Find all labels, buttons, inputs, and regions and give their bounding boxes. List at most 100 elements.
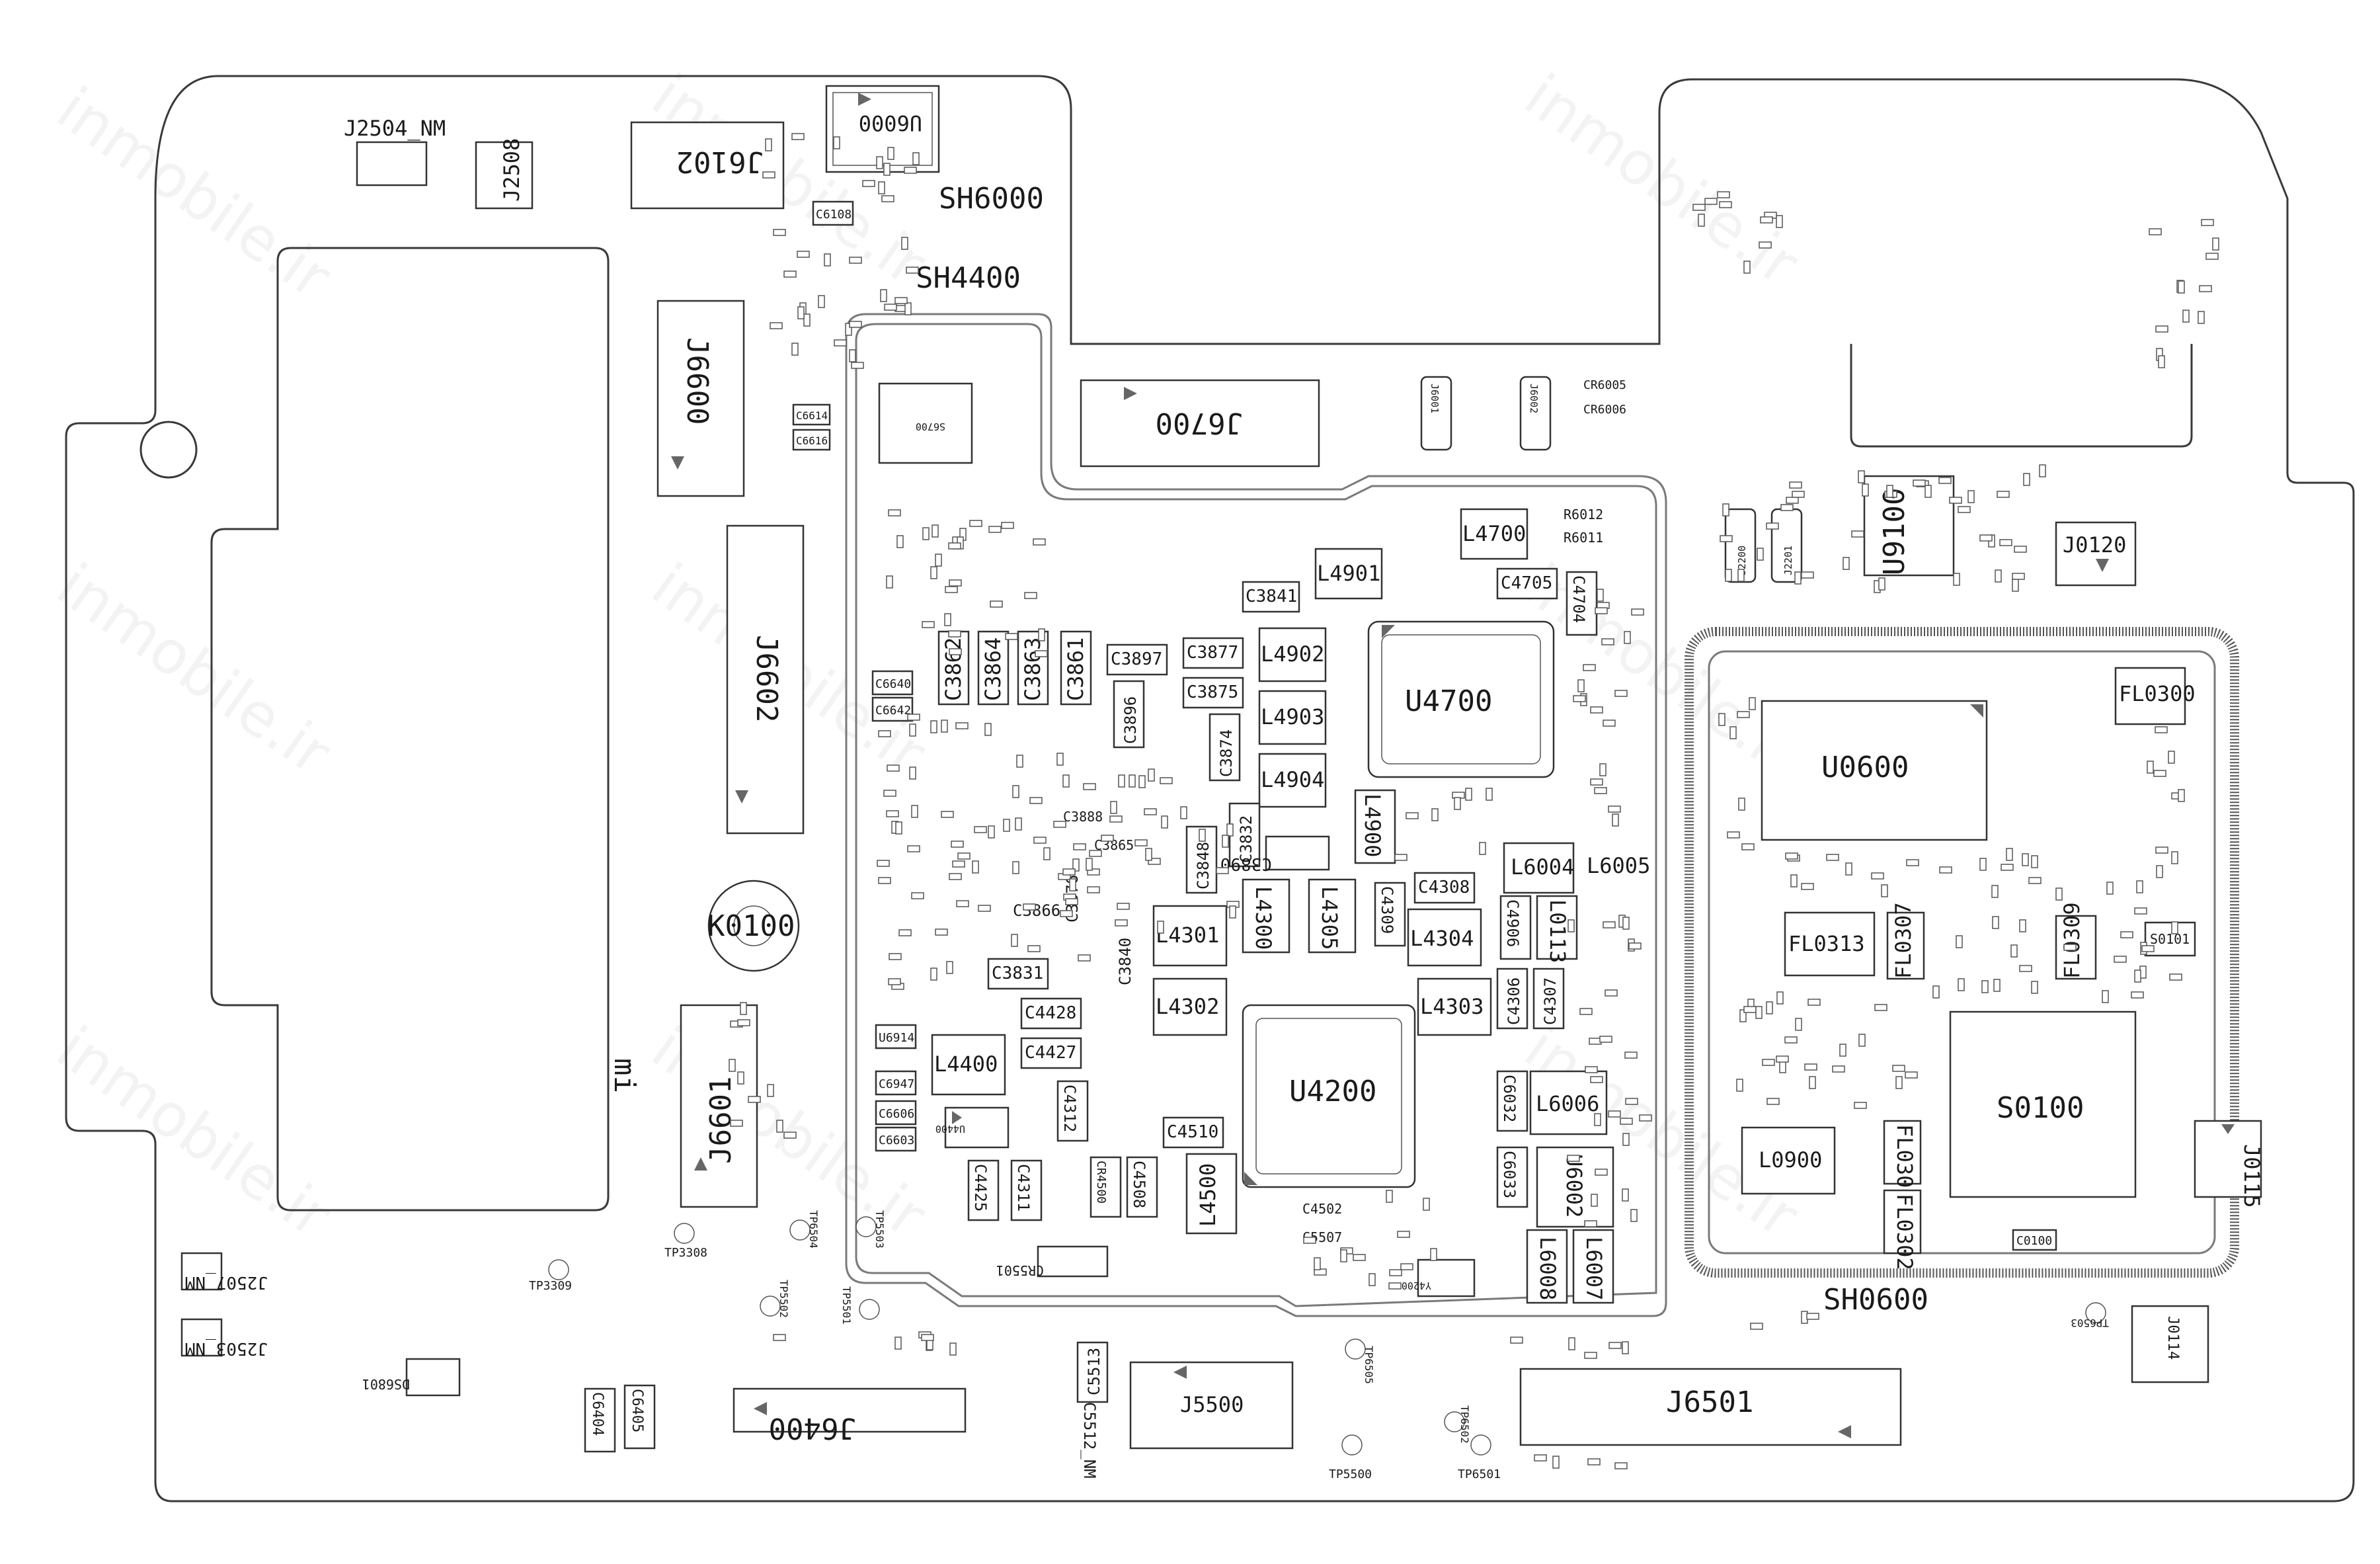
smd-pad <box>2178 789 2185 802</box>
cap-c4307 <box>1532 967 1565 1030</box>
smd-pad <box>2006 848 2013 861</box>
vibration-motor-hub <box>733 905 774 946</box>
smd-pad <box>1614 1462 1628 1469</box>
smd-pad <box>1738 798 1745 811</box>
inductor-l4301 <box>1152 905 1228 967</box>
smd-pad <box>1766 1098 1780 1105</box>
smd-pad <box>1826 854 1839 861</box>
smd-pad <box>1454 797 1461 810</box>
smd-pad <box>1072 858 1080 872</box>
smd-pad <box>1806 1313 1819 1320</box>
smd-pad <box>1056 753 1064 766</box>
cap-c3875 <box>1182 677 1244 709</box>
smd-pad <box>909 766 916 780</box>
smd-pad <box>1958 506 1971 513</box>
label-s0101: S0101 <box>2150 931 2190 947</box>
smd-pad <box>1785 852 1798 860</box>
label-u4400: U4400 <box>935 1123 965 1135</box>
smd-pad <box>1625 1098 1638 1105</box>
label-c3863: C3863 <box>1020 638 1045 701</box>
smd-pad <box>1807 999 1821 1006</box>
smd-pad <box>1431 808 1439 821</box>
smd-pad <box>1599 763 1606 776</box>
smd-pad <box>1692 204 1706 211</box>
smd-pad <box>1854 1102 1867 1109</box>
smd-pad <box>1722 503 1729 516</box>
smd-pad <box>776 1120 783 1133</box>
smd-pad <box>1766 1001 1773 1014</box>
label-c4705: C4705 <box>1501 573 1552 593</box>
smd-pad <box>1809 1076 1816 1089</box>
smd-pad <box>1229 905 1236 919</box>
label-c3875: C3875 <box>1187 682 1238 702</box>
shield-sh4400-inner <box>855 323 1657 1307</box>
smd-pad <box>834 339 847 347</box>
smd-pad <box>1595 1169 1608 1176</box>
smd-pad <box>1062 774 1070 788</box>
smd-pad <box>2171 851 2178 864</box>
label-c6616: C6616 <box>796 434 828 447</box>
smd-pad <box>1073 843 1086 850</box>
smd-pad <box>883 163 891 176</box>
smd-pad <box>1062 868 1076 876</box>
smd-pad <box>2014 546 2027 553</box>
smd-pad <box>1216 867 1229 874</box>
smd-pad <box>2155 726 2168 733</box>
smd-pad <box>797 306 805 319</box>
connector-j6400 <box>733 1387 967 1433</box>
smd-pad <box>2063 944 2077 951</box>
cap-c4311 <box>1010 1159 1043 1221</box>
smd-pad <box>1608 805 1621 813</box>
cap-c3832 <box>1228 802 1261 868</box>
smd-pad <box>894 297 908 304</box>
mount-hole-left <box>139 421 198 479</box>
smd-pad <box>1590 778 1603 786</box>
label-c4306: C4306 <box>1505 977 1523 1025</box>
smd-pad <box>1368 1273 1376 1286</box>
smd-pad <box>1109 815 1123 823</box>
connector-j2508 <box>475 141 534 210</box>
smd-pad <box>1871 872 1884 880</box>
cap-c6033 <box>1496 1146 1528 1208</box>
test-points: TP3309 TP3308 TP6504 TP5503 TP5502 TP550… <box>529 1210 2109 1481</box>
label-fl0307: FL0307 <box>1891 902 1916 979</box>
smd-pad <box>1851 530 1864 538</box>
smd-pad <box>1603 720 1616 727</box>
label-c4309: C4309 <box>1378 886 1396 934</box>
label-j6400: J6400 <box>769 1411 856 1445</box>
smd-pad <box>1895 1076 1903 1089</box>
cap-c4309 <box>1374 882 1406 947</box>
smd-pad <box>948 542 961 550</box>
shield-sh0600-inner <box>1708 650 2216 1255</box>
smd-pad <box>1720 535 1733 542</box>
smd-pad <box>1567 1155 1580 1162</box>
smd-pad <box>1801 571 1814 579</box>
label-tp6504: TP6504 <box>807 1210 820 1249</box>
smd-pad <box>1101 835 1114 842</box>
smd-pad <box>949 579 962 587</box>
filter-fl0307 <box>1886 911 1925 980</box>
pin1-marker <box>1173 1366 1187 1379</box>
cap-c3831 <box>987 958 1049 990</box>
smd-pad <box>1906 859 1919 866</box>
smd-pad <box>1180 806 1187 819</box>
label-l4902: L4902 <box>1261 641 1324 667</box>
smd-pad <box>2131 991 2144 999</box>
smd-pad <box>881 195 894 202</box>
smd-pad <box>941 720 948 733</box>
inductor-l4302 <box>1152 977 1228 1036</box>
filter-fl0302 <box>1883 1189 1922 1255</box>
smd-pad <box>1612 813 1619 827</box>
cap-c4704 <box>1566 571 1598 636</box>
smd-pad <box>1587 1458 1601 1465</box>
smd-pad <box>2012 573 2025 580</box>
smd-pad <box>1760 216 1773 224</box>
smd-pad <box>2201 219 2214 226</box>
label-l0113: L0113 <box>1545 899 1570 963</box>
cap-c4705 <box>1496 567 1558 600</box>
inductor-l4904 <box>1258 753 1327 808</box>
smd-pad <box>1115 919 1128 926</box>
smd-pad <box>2120 931 2133 938</box>
smd-pad <box>1717 191 1730 198</box>
